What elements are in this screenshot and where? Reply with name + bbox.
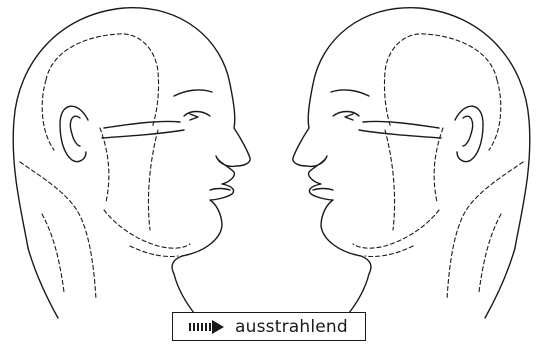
right-occipital-zone xyxy=(384,34,497,128)
right-temple-line-1 xyxy=(363,121,439,128)
right-neck-zone-1 xyxy=(447,162,523,300)
dashed-arrow-icon xyxy=(187,320,227,334)
legend-box: ausstrahlend xyxy=(172,312,366,341)
left-mouth xyxy=(210,189,230,191)
right-eye xyxy=(333,112,359,121)
right-throat-zone xyxy=(353,210,439,248)
left-back-zone xyxy=(42,80,54,150)
left-face-zone xyxy=(148,130,158,230)
left-occipital-zone xyxy=(46,34,159,128)
right-head xyxy=(293,8,530,318)
left-neck-zone-1 xyxy=(20,162,96,300)
legend-label: ausstrahlend xyxy=(235,317,348,337)
right-mouth xyxy=(313,189,333,191)
left-ear xyxy=(60,106,88,161)
right-temple-line-2 xyxy=(359,130,441,138)
right-ear-inner xyxy=(463,116,473,146)
left-eyebrow xyxy=(174,90,212,96)
left-temple-line-2 xyxy=(102,130,184,138)
left-neck-outline xyxy=(28,248,58,318)
right-neck-zone-2 xyxy=(479,214,501,292)
right-ear xyxy=(455,106,483,161)
right-head-outline xyxy=(293,8,530,318)
left-throat-zone xyxy=(104,210,190,248)
left-eye xyxy=(184,112,210,121)
right-back-zone xyxy=(489,80,501,150)
right-jaw-zone xyxy=(434,128,443,202)
left-head-outline xyxy=(13,8,250,318)
left-ear-inner xyxy=(70,116,80,146)
left-head xyxy=(13,8,250,318)
left-jaw-zone xyxy=(100,128,109,202)
right-neck-outline xyxy=(485,248,515,318)
right-eyebrow xyxy=(331,90,369,96)
left-neck-zone-2 xyxy=(42,214,64,292)
left-temple-line-1 xyxy=(104,121,180,128)
right-face-zone xyxy=(385,130,395,230)
